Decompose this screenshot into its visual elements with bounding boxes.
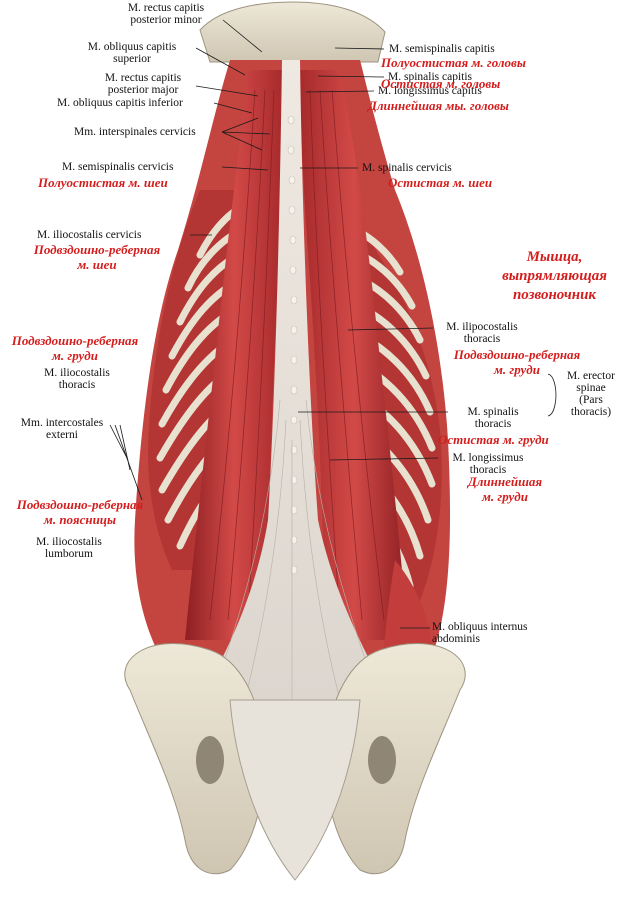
label-line: M. iliocostalis <box>36 536 102 548</box>
label-line: M. rectus capitis <box>104 72 182 84</box>
sacrum <box>229 699 361 881</box>
label-line: Mm. intercostales <box>20 417 104 429</box>
label-ilipocostalis-thoracis: M. ilipocostalis thoracis <box>432 321 532 345</box>
ru-iliocostalis-lumborum: Подвздошно-реберная м. поясницы <box>0 497 160 527</box>
spinal-aponeurosis <box>200 60 390 700</box>
ru-iliocostalis-cervicis: Подвздошно-реберная м. шеи <box>2 242 192 272</box>
label-spinalis-cervicis: M. spinalis cervicis <box>362 162 452 174</box>
label-spinalis-capitis: M. spinalis capitis <box>388 71 473 83</box>
label-line: м. шеи <box>77 257 117 272</box>
label-line: Подвздошно-реберная <box>16 497 144 512</box>
title-line: Мышца, <box>526 249 583 265</box>
label-line: M. spinalis <box>467 406 519 418</box>
ru-semispinalis-capitis: Полуостистая м. головы <box>381 55 526 70</box>
label-iliocostalis-thoracis-left: M. iliocostalis thoracis <box>22 367 132 391</box>
label-semispinalis-cervicis: M. semispinalis cervicis <box>62 161 174 173</box>
label-obliquus-capitis-inferior: M. obliquus capitis inferior <box>57 97 183 109</box>
label-line: Длиннейшая <box>467 474 543 489</box>
label-iliocostalis-lumborum: M. iliocostalis lumborum <box>14 536 124 560</box>
label-line: м. груди <box>482 489 528 504</box>
label-line: abdominis <box>432 633 480 645</box>
label-line: thoracis <box>474 418 512 430</box>
label-line: externi <box>46 429 78 441</box>
label-line: м. поясницы <box>43 512 117 527</box>
label-line: thoracis) <box>570 406 612 418</box>
label-interspinales-cervicis: Mm. interspinales cervicis <box>74 126 196 138</box>
label-line: posterior minor <box>130 14 202 26</box>
label-line: M. rectus capitis <box>127 2 205 14</box>
ru-iliocostalis-thoracis-right: Подвздошно-реберная м. груди <box>432 347 602 377</box>
label-line: M. iliocostalis <box>44 367 110 379</box>
label-intercostales-externi: Mm. intercostales externi <box>2 417 122 441</box>
label-line: thoracis <box>463 333 501 345</box>
spinous-processes <box>287 115 298 575</box>
label-line: M. ilipocostalis <box>446 321 518 333</box>
label-iliocostalis-cervicis: M. iliocostalis cervicis <box>37 229 142 241</box>
label-rectus-capitis-posterior-major: M. rectus capitis posterior major <box>73 72 213 96</box>
label-line: м. груди <box>494 362 540 377</box>
label-line: thoracis <box>469 464 507 476</box>
label-line: M. longissimus <box>452 452 524 464</box>
label-longissimus-thoracis: M. longissimus thoracis <box>438 452 538 476</box>
ru-spinalis-capitis: Остистая м. головы <box>381 76 501 91</box>
label-line: (Pars <box>579 394 603 406</box>
label-line: м. груди <box>52 348 98 363</box>
label-line: M. obliquus capitis <box>87 41 177 53</box>
muscle-fibres <box>209 89 385 621</box>
ru-semispinalis-cervicis: Полуостистая м. шеи <box>38 175 168 190</box>
label-line: M. erector <box>567 370 615 382</box>
label-line: superior <box>113 53 151 65</box>
figure-title: Мышца, выпрямляющая позвоночник <box>487 248 622 305</box>
label-obliquus-internus-abdominis: M. obliquus internus abdominis <box>432 621 528 645</box>
sacral-foramen-left <box>196 736 224 784</box>
ru-spinalis-cervicis: Остистая м. шеи <box>388 175 493 190</box>
ru-iliocostalis-thoracis-left: Подвздошно-реберная м. груди <box>0 333 150 363</box>
label-line: Подвздошно-реберная <box>33 242 161 257</box>
title-line: позвоночник <box>512 287 597 303</box>
label-erector-spinae: M. erector spinae (Pars thoracis) <box>558 370 624 418</box>
title-line: выпрямляющая <box>502 268 607 284</box>
label-line: Подвздошно-реберная <box>453 347 581 362</box>
label-longissimus-capitis: M. longissimus capitis <box>378 85 482 97</box>
label-obliquus-capitis-superior: M. obliquus capitis superior <box>62 41 202 65</box>
label-line: lumborum <box>45 548 93 560</box>
ru-longissimus-capitis: Длиннейшая мы. головы <box>368 98 509 113</box>
label-spinalis-thoracis: M. spinalis thoracis <box>448 406 538 430</box>
ru-longissimus-thoracis: Длиннейшая м. груди <box>450 474 560 504</box>
leader-lines <box>109 19 557 629</box>
label-line: Подвздошно-реберная <box>11 333 139 348</box>
sacral-foramen-right <box>368 736 396 784</box>
skull-base <box>199 1 386 63</box>
right-erector-column <box>300 70 408 640</box>
label-line: M. obliquus internus <box>432 621 528 633</box>
label-line: posterior major <box>107 84 179 96</box>
label-line: thoracis <box>58 379 96 391</box>
label-rectus-capitis-posterior-minor: M. rectus capitis posterior minor <box>96 2 236 26</box>
label-semispinalis-capitis: M. semispinalis capitis <box>389 43 495 55</box>
ru-spinalis-thoracis: Остистая м. груди <box>438 432 549 447</box>
label-line: spinae <box>576 382 606 394</box>
